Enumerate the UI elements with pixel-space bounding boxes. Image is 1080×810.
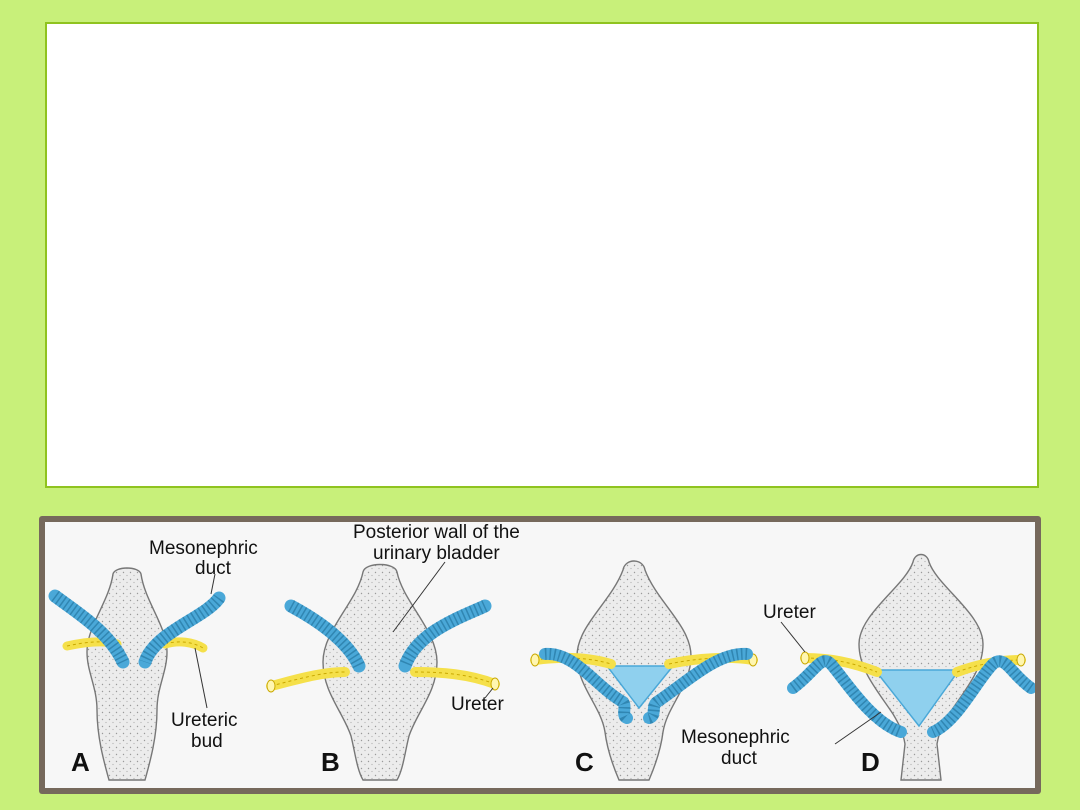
panel-letter-d: D: [861, 747, 880, 777]
panel-letter-c: C: [575, 747, 594, 777]
panel-letter-a: A: [71, 747, 90, 777]
label-mesonephric-duct-d-line1: Mesonephric: [681, 727, 790, 748]
label-ureteric-bud-line2: bud: [191, 731, 223, 752]
label-ureter-d: Ureter: [763, 602, 816, 623]
label-ureter-b: Ureter: [451, 694, 504, 715]
panel-b: Posterior wall of the urinary bladder Ur…: [266, 522, 520, 781]
figure-frame: Mesonephric duct Ureteric bud A: [39, 516, 1041, 794]
panel-letter-b: B: [321, 747, 340, 777]
label-posterior-wall-line2: urinary bladder: [373, 543, 500, 564]
label-mesonephric-duct-d-line2: duct: [721, 748, 758, 769]
mesonephric-duct-c-left: [539, 647, 633, 724]
trigone-d: [873, 669, 961, 728]
text-panel: [45, 22, 1039, 488]
label-mesonephric-duct-a-line2: duct: [195, 558, 232, 579]
label-posterior-wall-line1: Posterior wall of the: [353, 522, 520, 543]
panel-c: C: [530, 560, 758, 781]
trigone-c: [605, 665, 675, 710]
label-mesonephric-duct-a-line1: Mesonephric: [149, 538, 258, 559]
bladder-b: [322, 563, 438, 781]
panel-a: Mesonephric duct Ureteric bud A: [48, 538, 258, 781]
label-ureteric-bud-line1: Ureteric: [171, 710, 238, 731]
mesonephric-duct-a-right: [138, 591, 226, 669]
panel-d: Ureter Mesonephric duct D: [681, 553, 1035, 781]
bladder-development-diagram: Mesonephric duct Ureteric bud A: [48, 522, 1035, 781]
diagram-figure: Mesonephric duct Ureteric bud A: [45, 522, 1035, 788]
bladder-a: [86, 567, 168, 781]
